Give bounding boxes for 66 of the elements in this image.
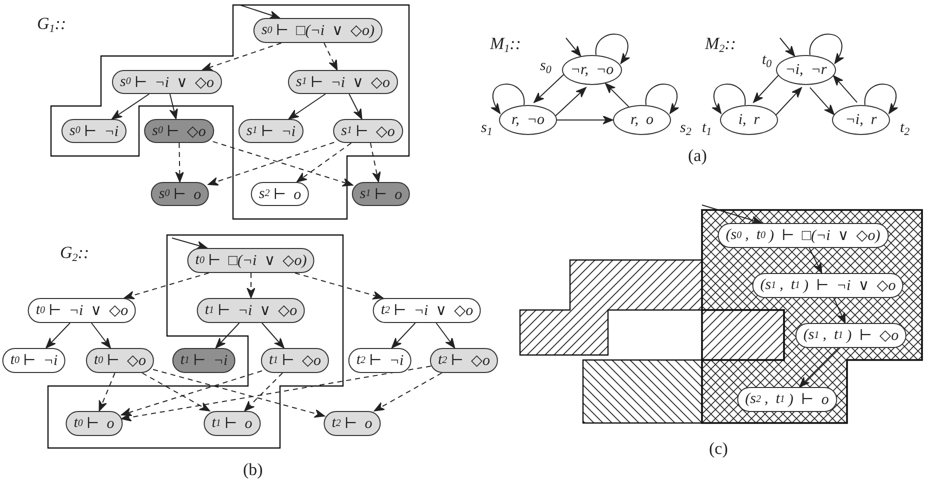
dashed-arrow: [124, 272, 210, 300]
panel-caption: (c): [709, 439, 728, 459]
state-name: t$_{0}$: [762, 52, 772, 69]
dashed-arrow: [152, 368, 326, 418]
arrow: [809, 87, 835, 116]
self-loop-arrow: [810, 34, 844, 64]
arrow: [555, 87, 586, 116]
state-name: t$_{1}$: [702, 120, 712, 137]
self-loop-arrow: [712, 84, 746, 114]
dashed-arrow: [294, 272, 384, 300]
arrow: [604, 82, 630, 108]
dashed-arrow: [208, 142, 335, 186]
self-loop-arrow: [596, 34, 630, 64]
panel-caption: (b): [243, 460, 263, 480]
dashed-arrow: [370, 142, 381, 182]
arrow: [752, 74, 779, 103]
dashed-arrow: [202, 42, 282, 71]
graph-label: M$_{2}$::: [705, 34, 736, 54]
dashed-arrow: [142, 372, 210, 412]
panel-caption: (a): [688, 146, 707, 166]
arrow: [702, 204, 762, 224]
arrow: [799, 348, 839, 388]
dashed-arrow: [296, 142, 352, 182]
dashed-arrow: [246, 272, 256, 298]
self-loop-arrow: [646, 84, 679, 114]
graph-label: G$_{2}$::: [60, 243, 90, 263]
dashed-arrow: [98, 372, 116, 412]
arrow: [348, 94, 362, 120]
graph-label: M$_{1}$::: [490, 34, 521, 54]
state-ellipse: ¬i, r: [832, 105, 890, 135]
self-loop-arrow: [864, 84, 898, 114]
state-name: t$_{2}$: [900, 120, 910, 137]
arrow: [391, 322, 416, 348]
arrow: [436, 322, 456, 348]
dashed-arrow: [120, 366, 432, 422]
state-ellipse: ¬i, ¬r: [776, 55, 836, 85]
state-name: s$_{2}$: [680, 120, 692, 137]
arrow: [780, 38, 796, 57]
dashed-arrow: [212, 141, 354, 186]
graph-label: G$_{1}$::: [37, 14, 66, 34]
arrow: [111, 94, 150, 120]
arrow: [776, 87, 802, 116]
arrow: [288, 94, 326, 120]
arrow: [91, 322, 111, 348]
arrow: [556, 116, 614, 124]
dashed-arrow: [374, 372, 442, 412]
state-ellipse: i, r: [720, 105, 778, 135]
state-name: s$_{1}$: [481, 120, 492, 137]
state-ellipse: r, ¬o: [499, 105, 557, 135]
arrow: [172, 238, 208, 250]
arrow: [832, 75, 858, 103]
arrow: [46, 322, 70, 348]
arrow: [240, 4, 280, 20]
dashed-arrow: [175, 142, 184, 182]
self-loop-arrow: [491, 84, 524, 114]
dashed-arrow: [244, 372, 283, 412]
state-ellipse: r, o: [613, 105, 671, 135]
arrow: [566, 38, 582, 57]
arrow: [169, 94, 178, 120]
arrow: [534, 74, 564, 103]
arrow: [215, 322, 240, 348]
state-ellipse: ¬r, ¬o: [562, 55, 622, 85]
arrow: [262, 322, 284, 348]
state-name: s$_{0}$: [540, 58, 552, 75]
dashed-arrow: [324, 42, 338, 70]
dashed-arrow: [120, 370, 262, 416]
